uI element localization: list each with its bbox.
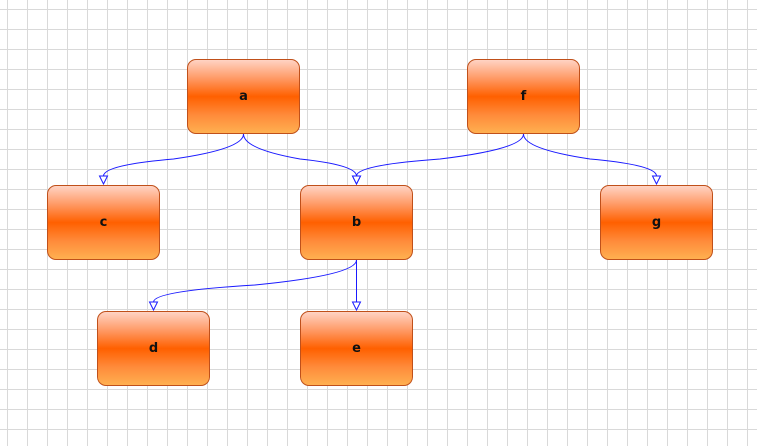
edge-f-b[interactable] <box>356 133 524 177</box>
node-b[interactable]: b <box>300 185 413 260</box>
node-label: a <box>239 89 248 104</box>
node-label: e <box>352 341 361 356</box>
node-label: f <box>520 89 527 104</box>
node-label: c <box>99 215 108 230</box>
node-c[interactable]: c <box>47 185 160 260</box>
node-e[interactable]: e <box>300 311 413 386</box>
edge-f-g[interactable] <box>523 133 657 177</box>
arrowhead-icon <box>148 301 159 312</box>
node-a[interactable]: a <box>187 59 300 134</box>
node-label: g <box>651 215 662 230</box>
node-label: b <box>351 215 362 230</box>
arrowhead-icon <box>98 175 109 186</box>
node-g[interactable]: g <box>600 185 713 260</box>
node-d[interactable]: d <box>97 311 210 386</box>
node-label: d <box>148 341 159 356</box>
edge-a-c[interactable] <box>103 133 244 177</box>
arrowhead-icon <box>351 301 362 312</box>
arrowhead-icon <box>351 175 362 186</box>
edge-b-d[interactable] <box>153 259 357 303</box>
arrowhead-icon <box>651 175 662 186</box>
node-f[interactable]: f <box>467 59 580 134</box>
edge-a-b[interactable] <box>243 133 357 177</box>
